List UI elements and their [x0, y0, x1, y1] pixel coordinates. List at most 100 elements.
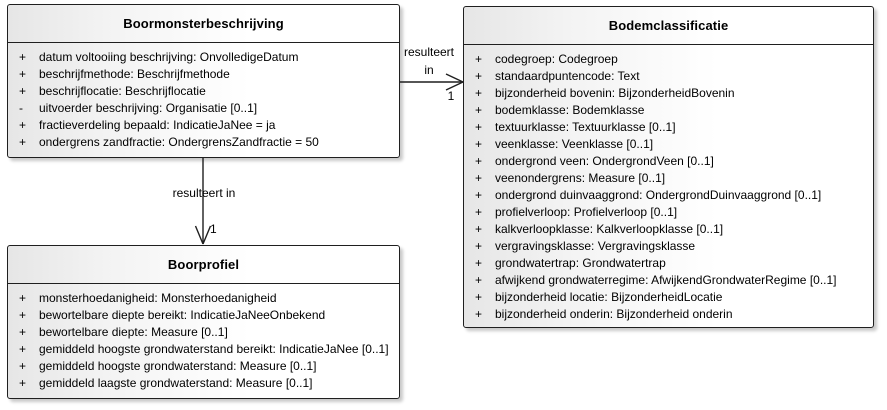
- attribute-text: datum voltooiing beschrijving: Onvolledi…: [39, 49, 299, 64]
- attribute-row[interactable]: + bodemklasse: Bodemklasse: [464, 101, 873, 118]
- visibility-marker: +: [475, 187, 483, 202]
- attribute-row[interactable]: + codegroep: Codegroep: [464, 50, 873, 67]
- class-title[interactable]: Bodemclassificatie: [464, 7, 873, 45]
- attribute-text: standaardpuntencode: Text: [495, 68, 640, 83]
- visibility-marker: +: [475, 204, 483, 219]
- association-label[interactable]: resulteert in: [172, 186, 236, 200]
- attribute-compartment: + monsterhoedanigheid: Monsterhoedanighei…: [8, 284, 399, 391]
- attribute-text: bodemklasse: Bodemklasse: [495, 102, 645, 117]
- visibility-marker: +: [475, 170, 483, 185]
- visibility-marker: +: [475, 153, 483, 168]
- attribute-row[interactable]: + veenondergrens: Measure [0..1]: [464, 169, 873, 186]
- visibility-marker: +: [475, 306, 483, 321]
- attribute-row[interactable]: + beschrijfmethode: Beschrijfmethode: [8, 65, 399, 82]
- attribute-compartment: + codegroep: Codegroep + standaardpuntenco…: [464, 45, 873, 322]
- visibility-marker: +: [19, 307, 27, 322]
- attribute-text: veenondergrens: Measure [0..1]: [495, 170, 666, 185]
- visibility-marker: +: [19, 358, 27, 373]
- attribute-text: gemiddeld hoogste grondwaterstand bereik…: [39, 341, 389, 356]
- attribute-text: uitvoerder beschrijving: Organisatie [0.…: [39, 100, 258, 115]
- attribute-row[interactable]: +bijzonderheid locatie: BijzonderheidLoc…: [464, 288, 873, 305]
- visibility-marker: +: [475, 51, 483, 66]
- visibility-marker: +: [475, 221, 483, 236]
- association-label[interactable]: resulteert in: [403, 45, 455, 77]
- visibility-marker: +: [19, 117, 27, 132]
- attribute-text: ondergrond veen: OndergrondVeen [0..1]: [495, 153, 714, 168]
- visibility-marker: +: [19, 341, 27, 356]
- attribute-text: kalkverloopklasse: Kalkverloopklasse [0.…: [495, 221, 724, 236]
- attribute-text: vergravingsklasse: Vergravingsklasse: [495, 238, 696, 253]
- attribute-text: bijzonderheid bovenin: BijzonderheidBove…: [495, 85, 735, 100]
- attribute-row[interactable]: + bijzonderheid onderin: Bijzonderheid on…: [464, 305, 873, 322]
- association-boormonsterbeschrijving-boorprofiel[interactable]: [194, 158, 212, 245]
- open-arrowhead-icon: [445, 73, 464, 91]
- class-title[interactable]: Boormonsterbeschrijving: [8, 5, 399, 43]
- class-boormonsterbeschrijving[interactable]: Boormonsterbeschrijving + datum voltooiin…: [7, 4, 400, 158]
- visibility-marker: +: [19, 83, 27, 98]
- attribute-row[interactable]: + grondwatertrap: Grondwatertrap: [464, 254, 873, 271]
- attribute-row[interactable]: + profielverloop: Profielverloop [0..1]: [464, 203, 873, 220]
- attribute-text: bewortelbare diepte: Measure [0..1]: [39, 324, 228, 339]
- visibility-marker: +: [19, 324, 27, 339]
- attribute-row[interactable]: + vergravingsklasse: Vergravingsklasse: [464, 237, 873, 254]
- visibility-marker: +: [475, 136, 483, 151]
- attribute-row[interactable]: + monsterhoedanigheid: Monsterhoedanighei…: [8, 289, 399, 306]
- attribute-row[interactable]: + bewortelbare diepte bereikt: IndicatieJ…: [8, 306, 399, 323]
- attribute-text: beschrijfmethode: Beschrijfmethode: [39, 66, 230, 81]
- attribute-row[interactable]: +veenklasse: Veenklasse [0..1]: [464, 135, 873, 152]
- visibility-marker: -: [19, 100, 23, 115]
- attribute-row[interactable]: + standaardpuntencode: Text: [464, 67, 873, 84]
- visibility-marker: +: [19, 375, 27, 390]
- attribute-text: ondergrond duinvaaggrond: OndergrondDuin…: [495, 187, 822, 202]
- visibility-marker: +: [475, 102, 483, 117]
- class-title[interactable]: Boorprofiel: [8, 246, 399, 284]
- visibility-marker: +: [475, 68, 483, 83]
- attribute-text: codegroep: Codegroep: [495, 51, 618, 66]
- attribute-text: bijzonderheid locatie: BijzonderheidLoca…: [495, 289, 723, 304]
- attribute-row[interactable]: + ondergrond duinvaaggrond: OndergrondDui…: [464, 186, 873, 203]
- visibility-marker: +: [475, 119, 483, 134]
- attribute-text: fractieverdeling bepaald: IndicatieJaNee…: [39, 117, 276, 132]
- visibility-marker: +: [475, 272, 483, 287]
- attribute-row[interactable]: + afwijkend grondwaterregime: AfwijkendGr…: [464, 271, 873, 288]
- attribute-text: beschrijflocatie: Beschrijflocatie: [39, 83, 206, 98]
- attribute-text: bewortelbare diepte bereikt: IndicatieJa…: [39, 307, 326, 322]
- attribute-row[interactable]: + bijzonderheid bovenin: BijzonderheidBov…: [464, 84, 873, 101]
- attribute-row[interactable]: + fractieverdeling bepaald: IndicatieJaNe…: [8, 116, 399, 133]
- attribute-row[interactable]: + gemiddeld hoogste grondwaterstand: Meas…: [8, 357, 399, 374]
- open-arrowhead-icon: [194, 225, 212, 245]
- attribute-text: grondwatertrap: Grondwatertrap: [495, 255, 666, 270]
- attribute-text: textuurklasse: Textuurklasse [0..1]: [495, 119, 676, 134]
- visibility-marker: +: [19, 49, 27, 64]
- attribute-row[interactable]: + gemiddeld hoogste grondwaterstand berei…: [8, 340, 399, 357]
- attribute-text: profielverloop: Profielverloop [0..1]: [495, 204, 678, 219]
- class-bodemclassificatie[interactable]: Bodemclassificatie + codegroep: Codegroep…: [463, 6, 874, 328]
- visibility-marker: +: [475, 85, 483, 100]
- visibility-marker: +: [19, 66, 27, 81]
- attribute-row[interactable]: + datum voltooiing beschrijving: Onvolled…: [8, 48, 399, 65]
- attribute-text: monsterhoedanigheid: Monsterhoedanigheid: [39, 290, 277, 305]
- association-boormonsterbeschrijving-bodemclassificatie[interactable]: [400, 73, 464, 91]
- visibility-marker: +: [475, 255, 483, 270]
- attribute-compartment: + datum voltooiing beschrijving: Onvolled…: [8, 43, 399, 150]
- attribute-row[interactable]: + bewortelbare diepte: Measure [0..1]: [8, 323, 399, 340]
- attribute-row[interactable]: + beschrijflocatie: Beschrijflocatie: [8, 82, 399, 99]
- attribute-row[interactable]: + textuurklasse: Textuurklasse [0..1]: [464, 118, 873, 135]
- attribute-text: gemiddeld laagste grondwaterstand: Measu…: [39, 375, 313, 390]
- attribute-text: afwijkend grondwaterregime: AfwijkendGro…: [495, 272, 837, 287]
- association-multiplicity[interactable]: 1: [447, 89, 455, 103]
- visibility-marker: +: [19, 134, 27, 149]
- association-multiplicity[interactable]: 1: [210, 222, 217, 236]
- class-boorprofiel[interactable]: Boorprofiel + monsterhoedanigheid: Monste…: [7, 245, 400, 399]
- attribute-row[interactable]: - uitvoerder beschrijving: Organisatie [0…: [8, 99, 399, 116]
- attribute-row[interactable]: +ondergrens zandfractie: OndergrensZandf…: [8, 133, 399, 150]
- attribute-text: gemiddeld hoogste grondwaterstand: Measu…: [39, 358, 317, 373]
- attribute-row[interactable]: + gemiddeld laagste grondwaterstand: Meas…: [8, 374, 399, 391]
- attribute-text: bijzonderheid onderin: Bijzonderheid ond…: [495, 306, 733, 321]
- attribute-row[interactable]: + kalkverloopklasse: Kalkverloopklasse [0…: [464, 220, 873, 237]
- attribute-row[interactable]: + ondergrond veen: OndergrondVeen [0..1]: [464, 152, 873, 169]
- visibility-marker: +: [475, 238, 483, 253]
- visibility-marker: +: [19, 290, 27, 305]
